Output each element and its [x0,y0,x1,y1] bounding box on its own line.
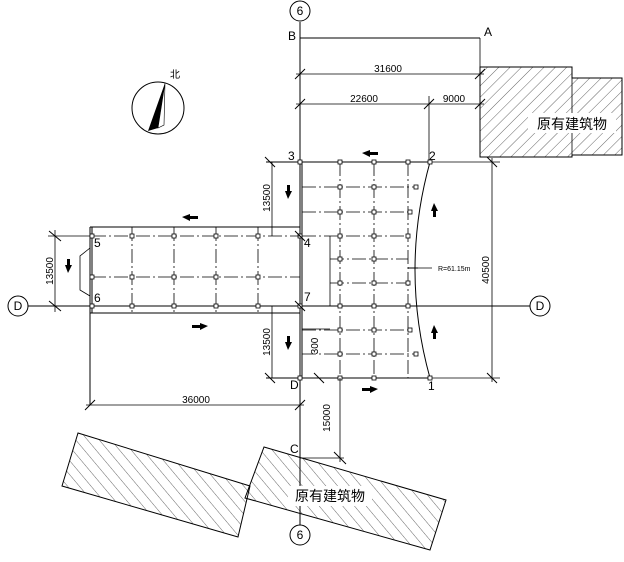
dim-40500: 40500 [481,256,492,284]
dim-15000: 15000 [322,404,333,432]
bottom-dimensions: 36000 15000 C D [84,372,347,465]
node-2-label: 2 [429,149,436,163]
dim-300: 300 [310,337,321,354]
node-1-label: 1 [428,379,435,393]
platform-left-dimensions: 13500 13500 300 [262,162,321,378]
arrow-left-icon [362,150,378,157]
left-wing: 13500 [45,226,300,405]
slope-arrows [65,150,438,393]
north-arrow: 北 [131,69,185,135]
axis-6-bottom-label: 6 [297,528,304,542]
point-a-label: A [484,25,492,39]
dim-13500-lower: 13500 [262,328,273,356]
point-b-label: B [288,29,296,43]
axis-d-left-label: D [14,299,23,313]
arrow-down-icon [285,185,292,199]
node-6-label: 6 [94,291,101,305]
node-5-label: 5 [94,236,101,250]
building-right-label: 原有建筑物 [537,117,607,133]
node-labels: 1 2 3 4 5 6 7 [94,149,436,393]
existing-building-right: 原有建筑物 [479,66,623,158]
building-bottom-label: 原有建筑物 [295,489,365,505]
radius-label: R=61.15m [438,266,471,273]
dim-31600: 31600 [374,64,402,75]
node-3-label: 3 [288,149,295,163]
axis-6-top-label: 6 [297,4,304,18]
arrow-right-icon [362,386,378,393]
arrow-right-icon [192,323,208,330]
axis-d-right-label: D [536,299,545,313]
platform-outline: 40500 [264,156,500,384]
node-7-label: 7 [304,290,311,304]
arrow-up-icon [431,203,438,217]
axis-d: D D [7,295,551,317]
dim-9000: 9000 [443,94,466,105]
arrow-down-icon [285,336,292,350]
arrow-up-icon [431,325,438,339]
dim-13500-upper: 13500 [262,184,273,212]
top-dimensions: B A 31600 22600 9000 [288,25,492,162]
node-4-label: 4 [304,236,311,250]
dim-13500-left: 13500 [45,257,56,285]
north-label: 北 [170,69,180,81]
dim-36000: 36000 [182,395,210,406]
existing-building-bottom: 原有建筑物 [61,432,447,551]
platform-grid: R=61.15m [302,162,471,378]
point-c-label: C [290,442,299,456]
arrow-down-icon [65,259,72,273]
arrow-left-icon [182,214,198,221]
point-d-label: D [290,378,299,392]
dim-22600: 22600 [350,94,378,105]
